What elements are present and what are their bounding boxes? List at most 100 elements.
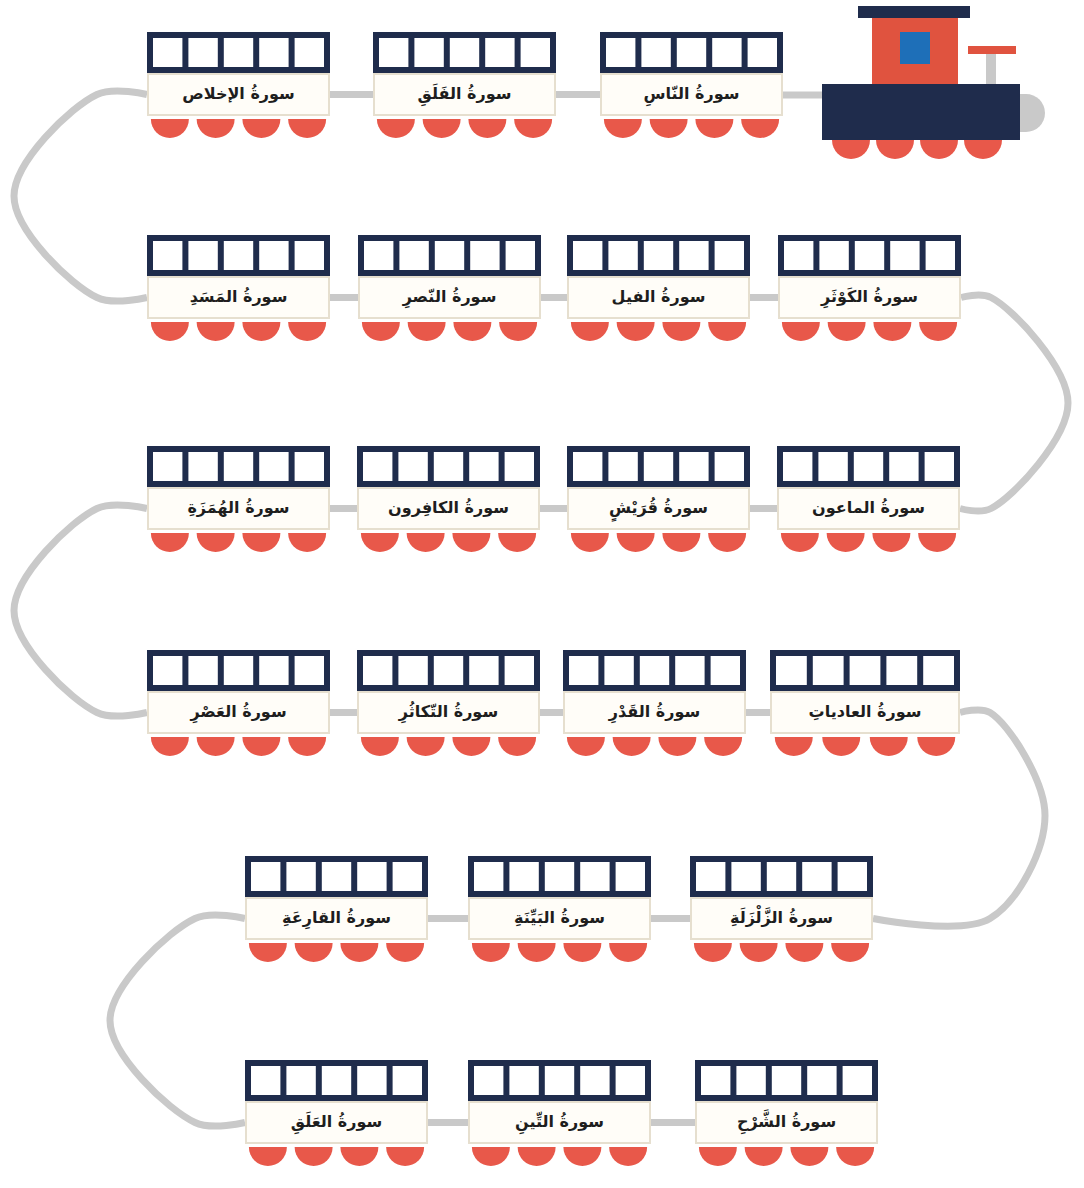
wagon-label: سورةُ العَلَقِ [245, 1101, 428, 1144]
wagon-wheel [288, 533, 326, 552]
wagon-window [286, 1066, 315, 1095]
track-segment [960, 295, 1068, 511]
wagon-window [569, 656, 598, 685]
wagon-window [838, 862, 867, 891]
wagon-window [357, 862, 386, 891]
wagon-window [188, 452, 217, 481]
wagon-body [778, 235, 961, 341]
wagon-wheel [604, 119, 642, 138]
wagon-window [251, 862, 280, 891]
wagon-window [295, 241, 324, 270]
wagon-body [468, 856, 651, 962]
wagon-wheel [288, 119, 326, 138]
wagon-wheel [151, 119, 189, 138]
wagon-wheel [836, 1147, 874, 1166]
wagon-wheel [919, 322, 957, 341]
wagon-window [767, 862, 796, 891]
surah-name: سورةُ الفيل [612, 287, 706, 308]
wagon-window [434, 656, 463, 685]
wagon-wheel [498, 737, 536, 756]
wagon-window [675, 656, 704, 685]
wagon-window [259, 241, 288, 270]
wagon-window [696, 862, 725, 891]
engine-body [822, 84, 1020, 140]
wagon-wheel [408, 322, 446, 341]
window-band [357, 650, 540, 691]
wagon-wheel [514, 119, 552, 138]
wagon-body [147, 650, 330, 756]
wagon-wheel [242, 119, 280, 138]
wagon-wheel [423, 119, 461, 138]
wagon-window [616, 862, 645, 891]
surah-name: سورةُ الكافِرون [388, 498, 509, 519]
wagon-label: سورةُ الفيل [567, 276, 750, 319]
wagon-wheel [870, 737, 908, 756]
wagon-label: سورةُ الكافِرون [357, 487, 540, 530]
wagon-label: سورةُ المَسَدِ [147, 276, 330, 319]
wagon-window [644, 241, 673, 270]
surah-name: سورةُ الشَّرْحِ [737, 1112, 836, 1133]
track-segment [746, 709, 770, 716]
wagon-window [474, 862, 503, 891]
wagon-body [147, 446, 330, 552]
wagon-wheel [377, 119, 415, 138]
wagon-wheel [699, 1147, 737, 1166]
wagon-wheel [741, 119, 779, 138]
surah-name: سورةُ القارِعَةِ [282, 908, 391, 929]
wagon-wheel [197, 737, 235, 756]
track-segment [651, 1119, 695, 1126]
wagon-window [731, 862, 760, 891]
window-band [468, 856, 651, 897]
wagon-window [398, 656, 427, 685]
wagon-wheel [782, 322, 820, 341]
wagon-body [373, 32, 556, 138]
engine-cab [872, 18, 958, 86]
wagon-label: سورةُ النّاسِ [600, 73, 783, 116]
engine-wheel [964, 140, 1002, 159]
wagon-window [224, 38, 253, 67]
window-band [245, 1060, 428, 1101]
wagon-window [604, 656, 633, 685]
wagon-window [890, 241, 919, 270]
track-segment [14, 91, 147, 301]
wagon-wheel [472, 1147, 510, 1166]
track-segment [556, 91, 600, 98]
wagon-window [813, 656, 844, 685]
wagon-window [608, 241, 637, 270]
wagon-label: سورةُ التّكاثُرِ [357, 691, 540, 734]
engine-chimney-cap [968, 46, 1016, 54]
wagon-window [295, 656, 324, 685]
wagon-window [715, 241, 744, 270]
track-segment [750, 505, 777, 512]
surah-name: سورةُ قُرَيْشٍ [609, 498, 708, 519]
wagon-window [470, 241, 499, 270]
wagon-label: سورةُ النّصرِ [358, 276, 541, 319]
wagon-window [399, 241, 428, 270]
wagon-wheel [873, 322, 911, 341]
wagon-wheel [708, 322, 746, 341]
surah-name: سورةُ البَيِّنَةِ [514, 908, 605, 929]
wagon-wheel [567, 737, 605, 756]
window-band [147, 650, 330, 691]
wagon-wheel [694, 943, 732, 962]
surah-name: سورةُ القَدْرِ [609, 702, 700, 723]
wagon-wheel [197, 119, 235, 138]
wagon-wheel [295, 1147, 333, 1166]
wagon-window [573, 241, 602, 270]
wagon-window [364, 241, 393, 270]
wagon-window [295, 38, 324, 67]
wagon-window [545, 1066, 574, 1095]
wagon-window [251, 1066, 280, 1095]
wagon-wheel [151, 737, 189, 756]
wagon-wheel [386, 1147, 424, 1166]
wagon-window [616, 1066, 645, 1095]
wagon-label: سورةُ القارِعَةِ [245, 897, 428, 940]
wagon-body [468, 1060, 651, 1166]
wagon-body [357, 650, 540, 756]
wagon-window [153, 38, 182, 67]
window-band [778, 235, 961, 276]
wagon-window [363, 452, 392, 481]
wagon-wheel [249, 1147, 287, 1166]
